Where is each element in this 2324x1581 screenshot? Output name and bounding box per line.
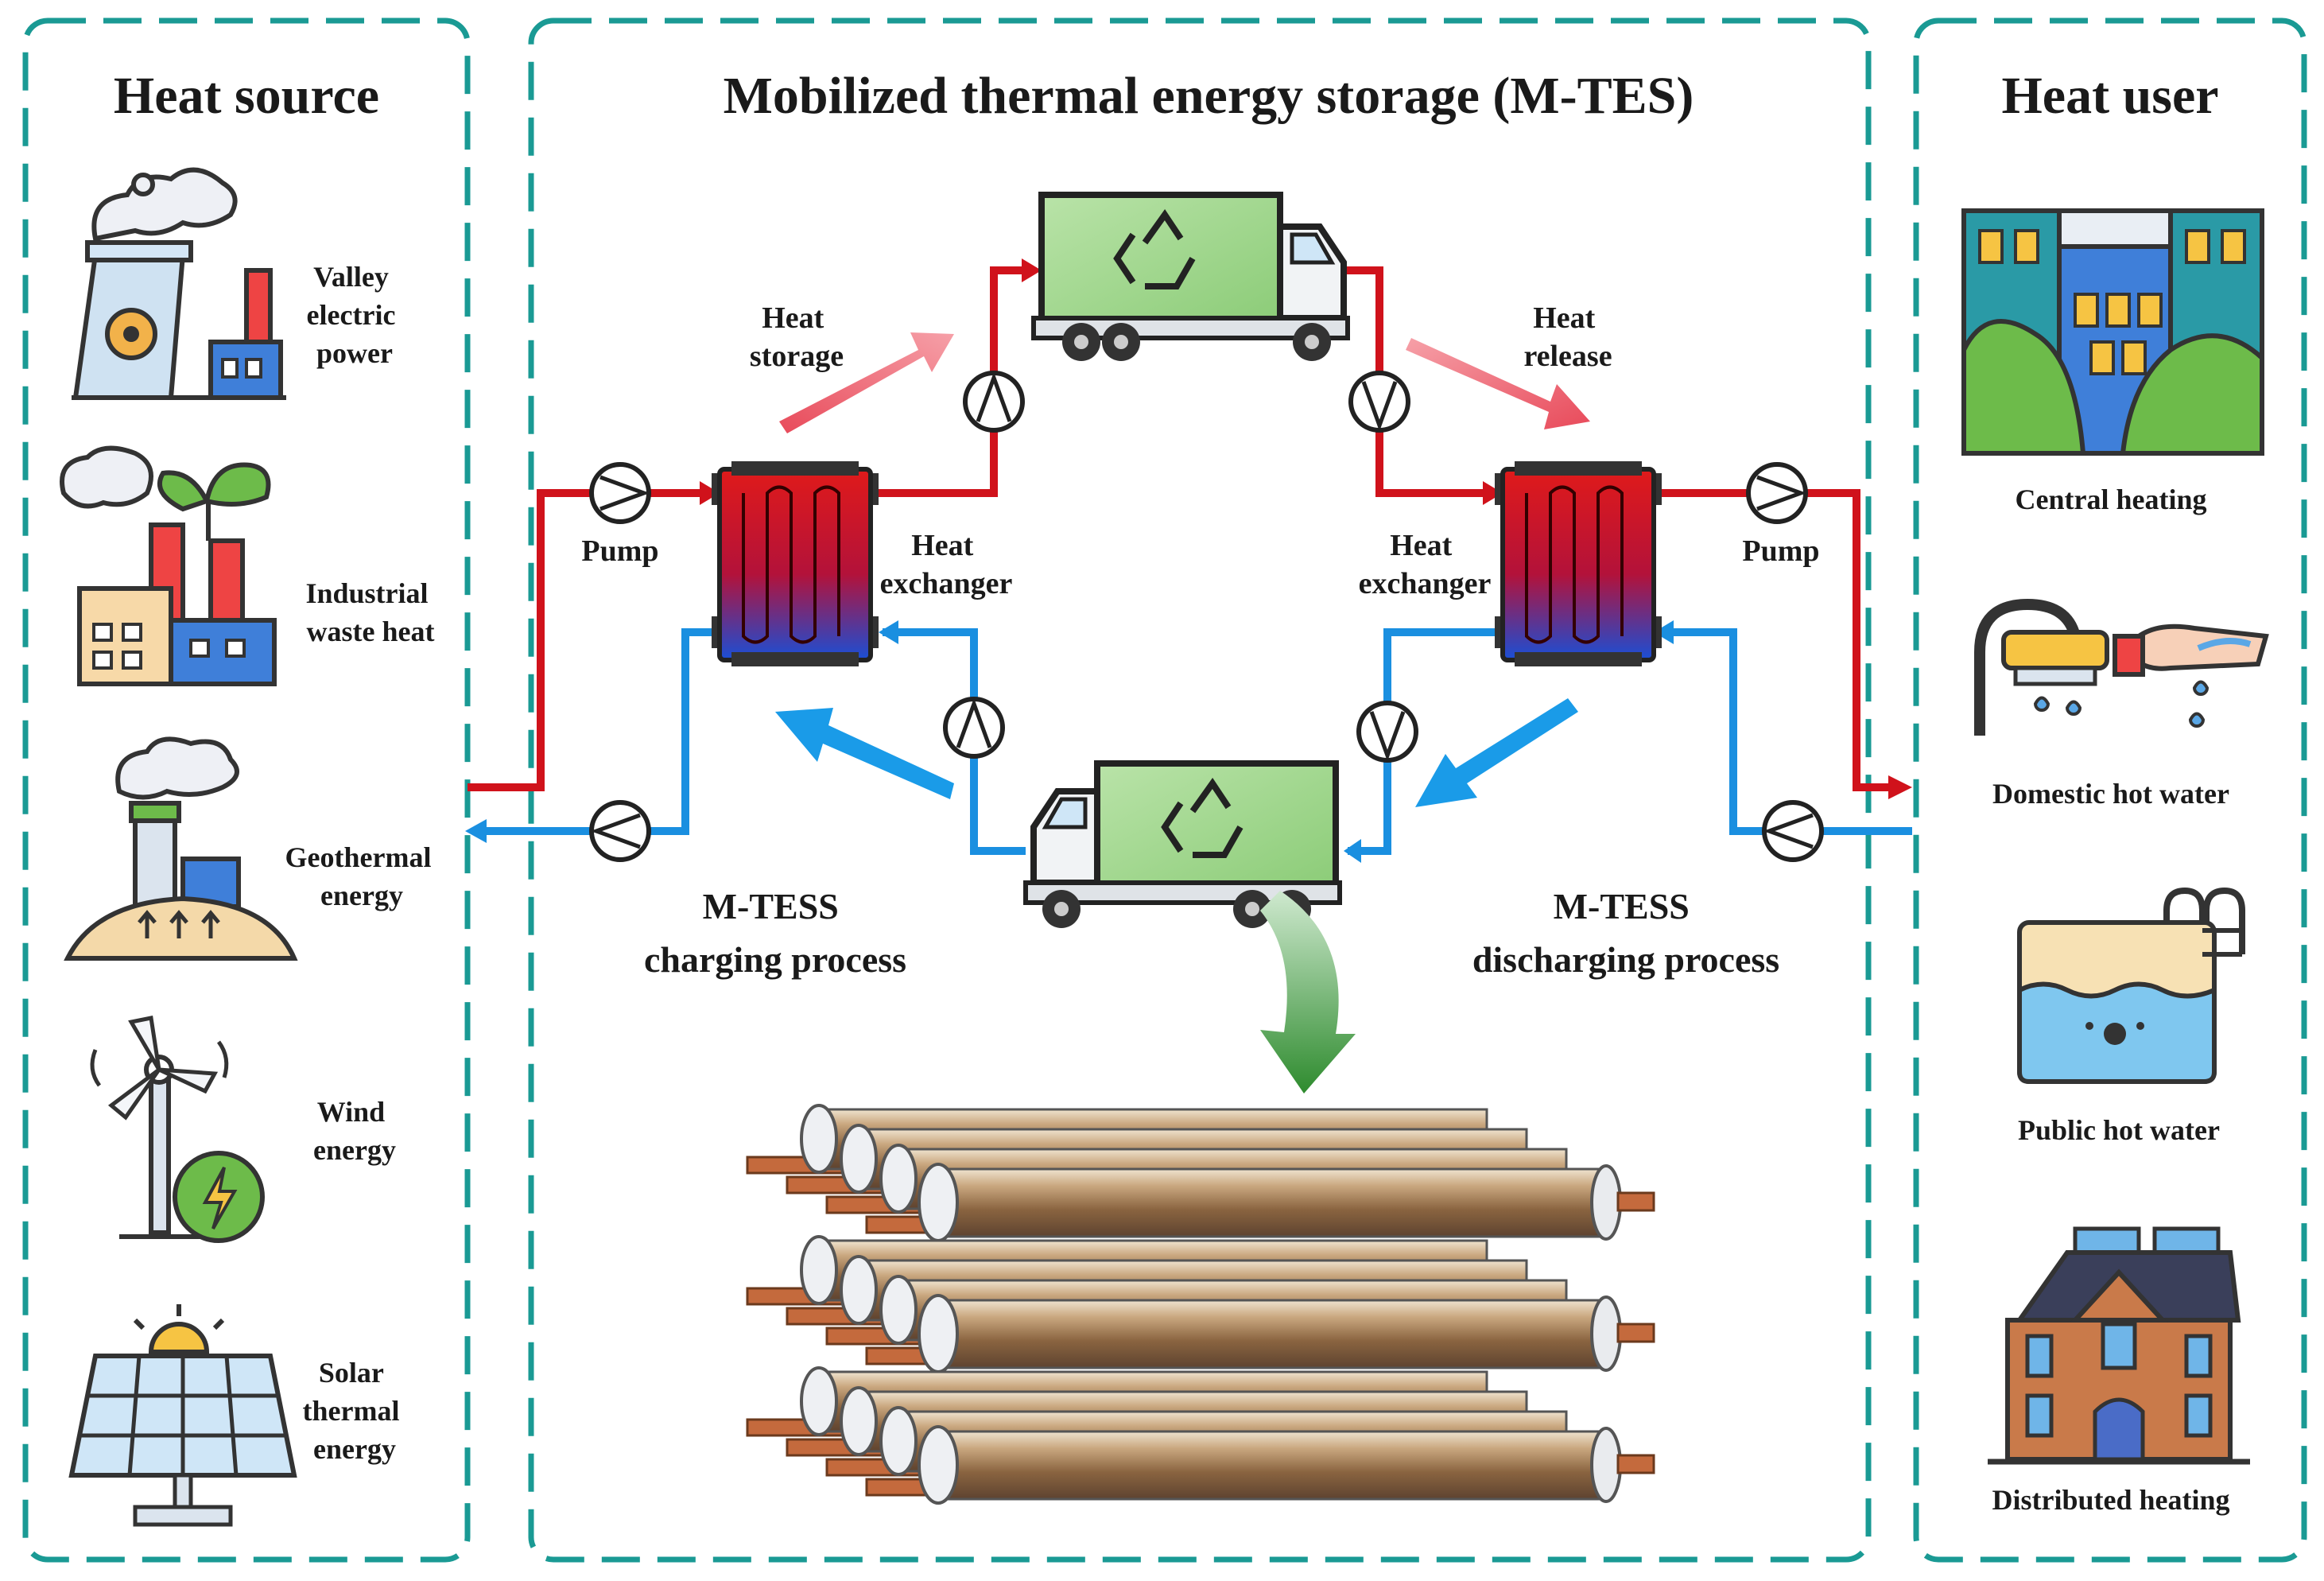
heat-exchanger-left-label: Heat exchanger bbox=[880, 529, 1013, 600]
geothermal-icon bbox=[64, 736, 298, 961]
heat-user-title: Heat user bbox=[2001, 67, 2218, 125]
wind-turbine-icon bbox=[90, 1016, 265, 1243]
tube-layer-bottom bbox=[746, 1366, 1655, 1505]
heat-exchanger-right-label: Heat exchanger bbox=[1359, 529, 1492, 600]
heat-source-title: Heat source bbox=[114, 67, 379, 125]
pump-label-right: Pump bbox=[1742, 534, 1819, 568]
mtes-title: Mobilized thermal energy storage (M-TES) bbox=[724, 67, 1694, 125]
truck-bottom bbox=[1023, 760, 1342, 928]
pump-symbol-truck-discharge-cold bbox=[1356, 701, 1418, 763]
domestic-hot-water-label: Domestic hot water bbox=[1992, 778, 2229, 810]
heat-release-label: Heat release bbox=[1523, 301, 1612, 373]
faucet-icon bbox=[1974, 598, 2269, 736]
tube-layer-top bbox=[746, 1104, 1655, 1242]
pump-symbol-left-hot bbox=[589, 462, 651, 524]
heat-storage-arrow bbox=[779, 332, 954, 433]
cold-pipe-arrows bbox=[465, 620, 1674, 863]
heat-storage-label: Heat storage bbox=[750, 301, 844, 373]
heat-exchanger-right bbox=[1495, 461, 1662, 666]
pump-symbol-right-hot bbox=[1746, 462, 1808, 524]
charging-process-label: M-TESS charging process bbox=[644, 886, 906, 980]
solar-thermal-label: Solar thermal energy bbox=[303, 1357, 407, 1465]
wind-energy-label: Wind energy bbox=[313, 1096, 396, 1166]
charging-return-arrow bbox=[775, 708, 954, 799]
distributed-heating-label: Distributed heating bbox=[1992, 1484, 2229, 1516]
pump-symbol-right-cold bbox=[1762, 800, 1824, 862]
central-heating-label: Central heating bbox=[2016, 484, 2207, 515]
heat-exchanger-left bbox=[712, 461, 879, 666]
pump-label-left: Pump bbox=[581, 534, 658, 568]
apartment-building-icon bbox=[1961, 208, 2264, 456]
truck-top bbox=[1031, 192, 1350, 361]
factory-icon bbox=[60, 445, 277, 686]
storage-tube-bundle bbox=[746, 1104, 1655, 1505]
pool-icon bbox=[2017, 887, 2245, 1084]
geothermal-label: Geothermal energy bbox=[285, 841, 439, 911]
pump-symbol-truck-charge-cold bbox=[943, 697, 1005, 759]
house-icon bbox=[1988, 1226, 2250, 1465]
hot-pipe-arrows bbox=[700, 258, 1912, 799]
power-plant-icon bbox=[72, 167, 286, 400]
discharging-process-label: M-TESS discharging process bbox=[1472, 886, 1779, 980]
tube-layer-middle bbox=[746, 1235, 1655, 1373]
pump-symbol-truck-charge-hot bbox=[963, 371, 1025, 433]
public-hot-water-label: Public hot water bbox=[2018, 1114, 2220, 1146]
valley-power-label: Valley electric power bbox=[307, 261, 403, 369]
pump-symbol-left-cold bbox=[589, 800, 651, 862]
pump-symbol-truck-discharge-hot bbox=[1348, 371, 1410, 433]
discharging-return-arrow bbox=[1415, 698, 1578, 807]
heat-user-panel bbox=[1913, 17, 2307, 1563]
solar-panel-icon bbox=[68, 1304, 297, 1527]
storage-detail-arrow bbox=[1260, 891, 1356, 1093]
industrial-waste-heat-label: Industrial waste heat bbox=[305, 577, 435, 647]
heat-release-arrow bbox=[1406, 338, 1590, 429]
